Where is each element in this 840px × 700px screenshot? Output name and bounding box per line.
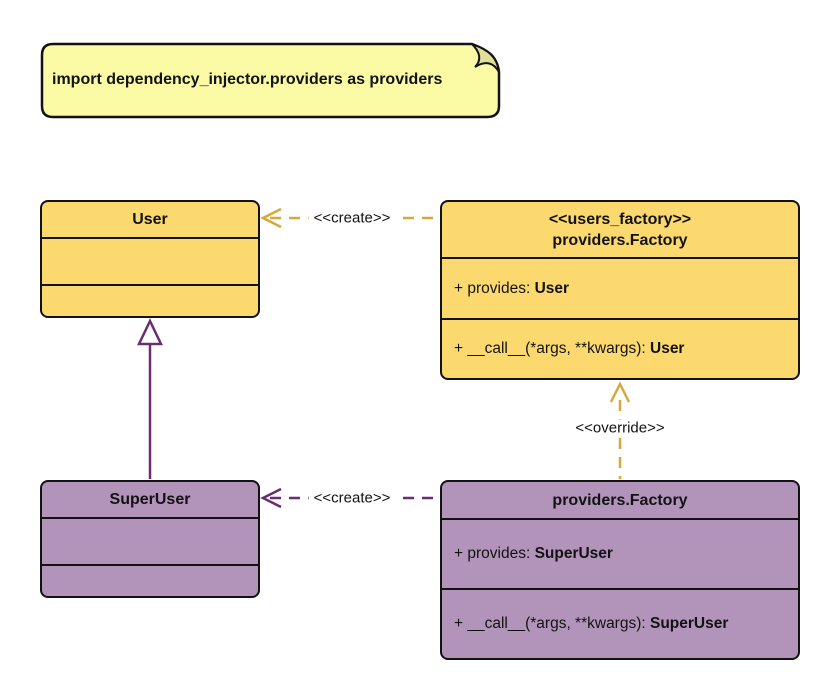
class-user-methods-compartment (42, 284, 258, 316)
class-super-user-title-compartment: SuperUser (42, 482, 258, 517)
note-shape (40, 42, 501, 119)
class-super-users-factory-name: providers.Factory (552, 491, 688, 509)
class-user-name: User (132, 211, 168, 228)
class-super-users-factory: providers.Factory + provides: SuperUser … (440, 480, 800, 660)
class-super-user-methods-compartment (42, 564, 258, 596)
class-users-factory-title-compartment: <<users_factory>> providers.Factory (442, 202, 798, 257)
class-super-user: SuperUser (40, 480, 260, 598)
class-super-user-attributes-compartment (42, 517, 258, 564)
attribute-text: + provides: User (454, 279, 570, 297)
inheritance-edge (137, 318, 163, 479)
class-super-users-factory-methods-compartment: + __call__(*args, **kwargs): SuperUser (442, 588, 798, 658)
method-text: + __call__(*args, **kwargs): User (454, 340, 685, 357)
create-user-label: <<create>> (308, 209, 396, 227)
class-users-factory-attributes-compartment: + provides: User (442, 257, 798, 318)
class-users-factory-stereotype: <<users_factory>> (548, 210, 692, 228)
class-super-users-factory-title-compartment: providers.Factory (442, 482, 798, 518)
class-user: User (40, 200, 260, 318)
class-users-factory-name: providers.Factory (552, 231, 688, 249)
class-super-users-factory-attributes-compartment: + provides: SuperUser (442, 518, 798, 588)
class-users-factory-methods-compartment: + __call__(*args, **kwargs): User (442, 318, 798, 378)
note-text: import dependency_injector.providers as … (52, 71, 443, 88)
note: import dependency_injector.providers as … (40, 42, 502, 120)
attribute-text: + provides: SuperUser (454, 545, 613, 562)
class-user-title-compartment: User (42, 202, 258, 237)
method-text: + __call__(*args, **kwargs): SuperUser (454, 615, 729, 632)
class-super-user-name: SuperUser (109, 491, 191, 508)
class-user-attributes-compartment (42, 237, 258, 284)
class-users-factory: <<users_factory>> providers.Factory + pr… (440, 200, 800, 380)
override-label: <<override>> (570, 419, 670, 437)
create-super-user-label: <<create>> (308, 489, 396, 507)
